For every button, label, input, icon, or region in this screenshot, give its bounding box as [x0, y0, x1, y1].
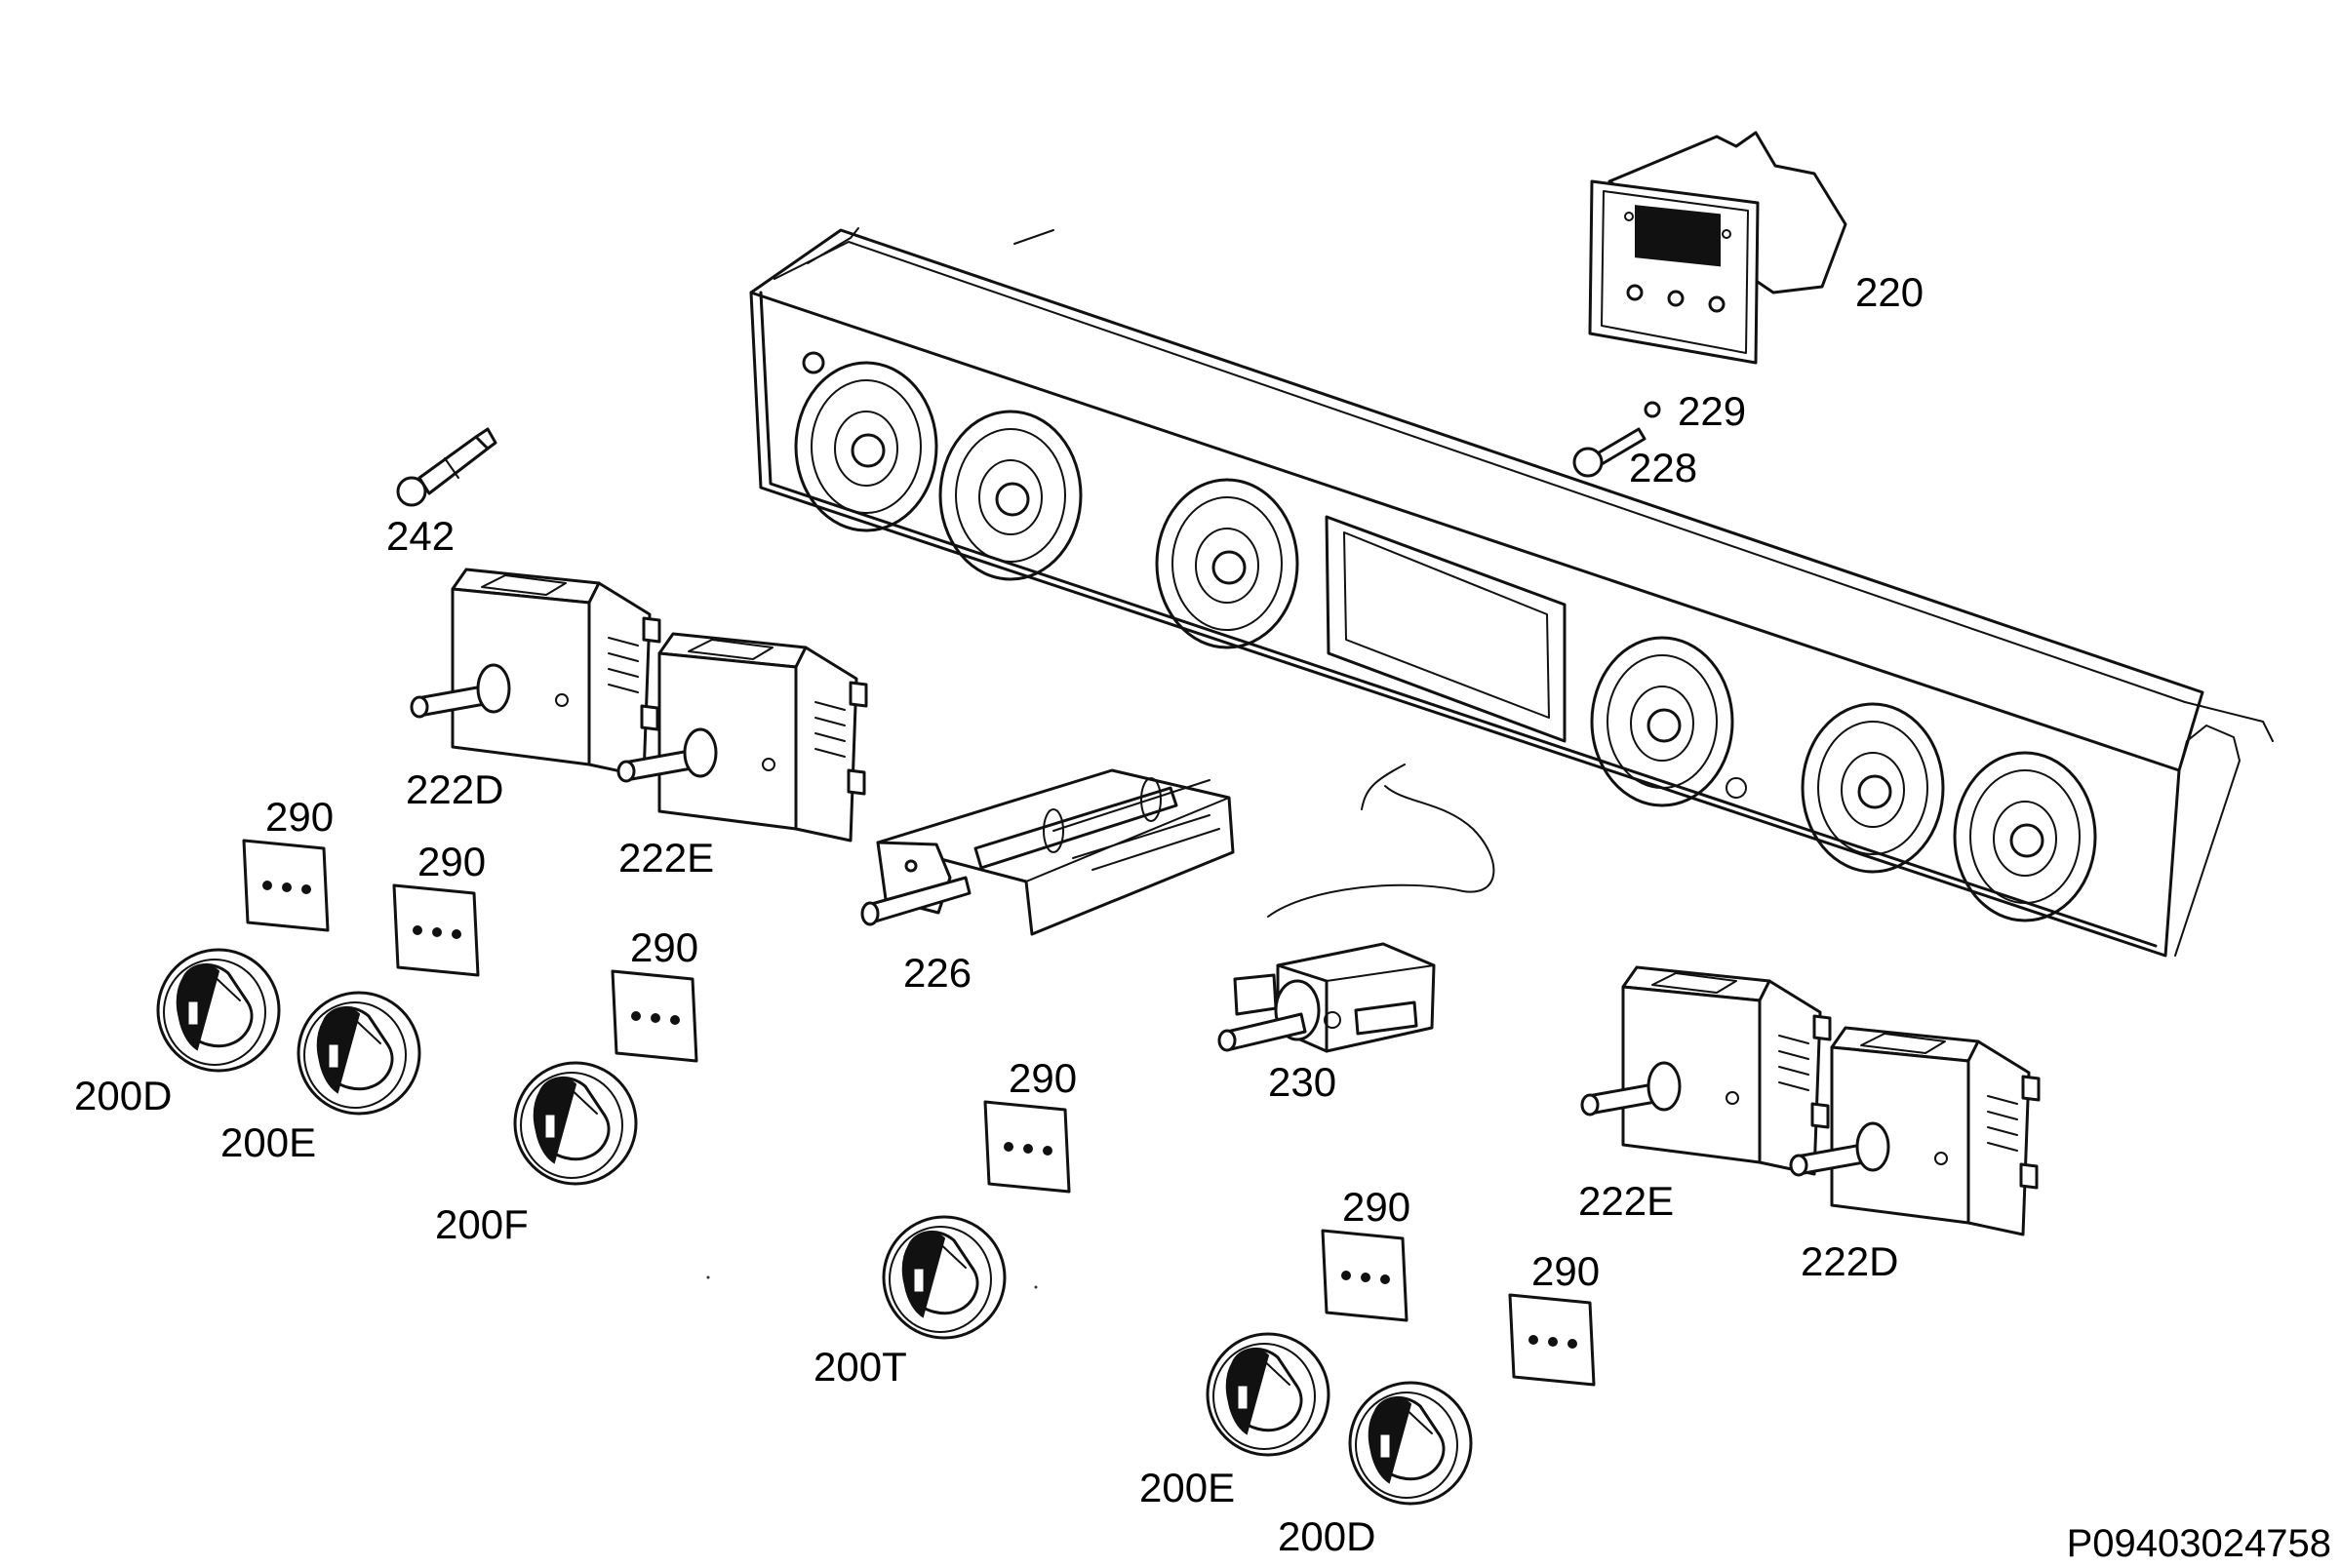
panel-dial-2: [938, 410, 1083, 581]
label-242: 242: [386, 513, 455, 559]
part-290-plate-c: [611, 969, 698, 1063]
label-200F: 200F: [435, 1201, 529, 1247]
label-222E-right: 222E: [1578, 1178, 1674, 1224]
part-220-timer-module: [1588, 131, 1847, 365]
panel-display-window: [1325, 515, 1567, 743]
label-200E-right: 200E: [1139, 1465, 1235, 1510]
label-290-c: 290: [630, 924, 698, 970]
speck: [706, 1275, 710, 1279]
label-226: 226: [903, 950, 972, 996]
panel-dial-5: [1801, 702, 1945, 874]
label-222D-left: 222D: [406, 766, 503, 812]
part-228-screw: [1572, 427, 1647, 478]
label-200D-left: 200D: [74, 1073, 172, 1118]
control-panel-fascia: [749, 227, 2274, 958]
label-222D-right: 222D: [1801, 1238, 1898, 1284]
part-230-thermostat: [1217, 764, 1495, 1053]
label-230: 230: [1268, 1059, 1336, 1105]
part-290-plate-a: [242, 839, 330, 932]
label-290-e: 290: [1342, 1184, 1410, 1230]
panel-dial-1: [794, 361, 938, 532]
label-200E-left: 200E: [220, 1119, 316, 1165]
label-290-b: 290: [417, 839, 486, 884]
part-226-switch-bar: [860, 768, 1235, 936]
part-290-plate-d: [983, 1100, 1071, 1194]
part-200E-left-knob: [297, 991, 421, 1116]
label-200T: 200T: [813, 1344, 907, 1390]
speck: [1034, 1285, 1038, 1289]
part-222E-left-regulator: [616, 632, 868, 843]
panel-dial-4: [1590, 636, 1734, 807]
label-290-d: 290: [1009, 1055, 1077, 1101]
part-222D-right-regulator: [1789, 1026, 2041, 1236]
label-222E-left: 222E: [618, 835, 714, 881]
part-200D-right-knob: [1348, 1381, 1473, 1506]
part-200T-knob: [882, 1215, 1007, 1340]
diagram-reference-code: P09403024758: [2067, 1522, 2331, 1565]
panel-dial-3: [1155, 478, 1299, 649]
part-200E-right-knob: [1206, 1332, 1330, 1457]
part-290-plate-e: [1321, 1229, 1409, 1322]
label-228: 228: [1629, 445, 1697, 490]
part-222D-left-regulator: [410, 568, 661, 778]
part-222E-right-regulator: [1580, 965, 1832, 1176]
label-200D-right: 200D: [1278, 1513, 1375, 1559]
label-290-f: 290: [1531, 1248, 1600, 1294]
part-290-plate-b: [392, 883, 480, 977]
part-229-washer: [1644, 401, 1661, 418]
label-290-a: 290: [265, 794, 334, 840]
part-200F-knob: [513, 1061, 638, 1186]
part-242-indicator-lamp: [396, 427, 497, 507]
part-290-plate-f: [1508, 1293, 1596, 1387]
panel-dial-6: [1953, 751, 2097, 922]
label-220: 220: [1855, 269, 1924, 315]
label-229: 229: [1678, 388, 1746, 434]
part-200D-left-knob: [156, 948, 281, 1073]
